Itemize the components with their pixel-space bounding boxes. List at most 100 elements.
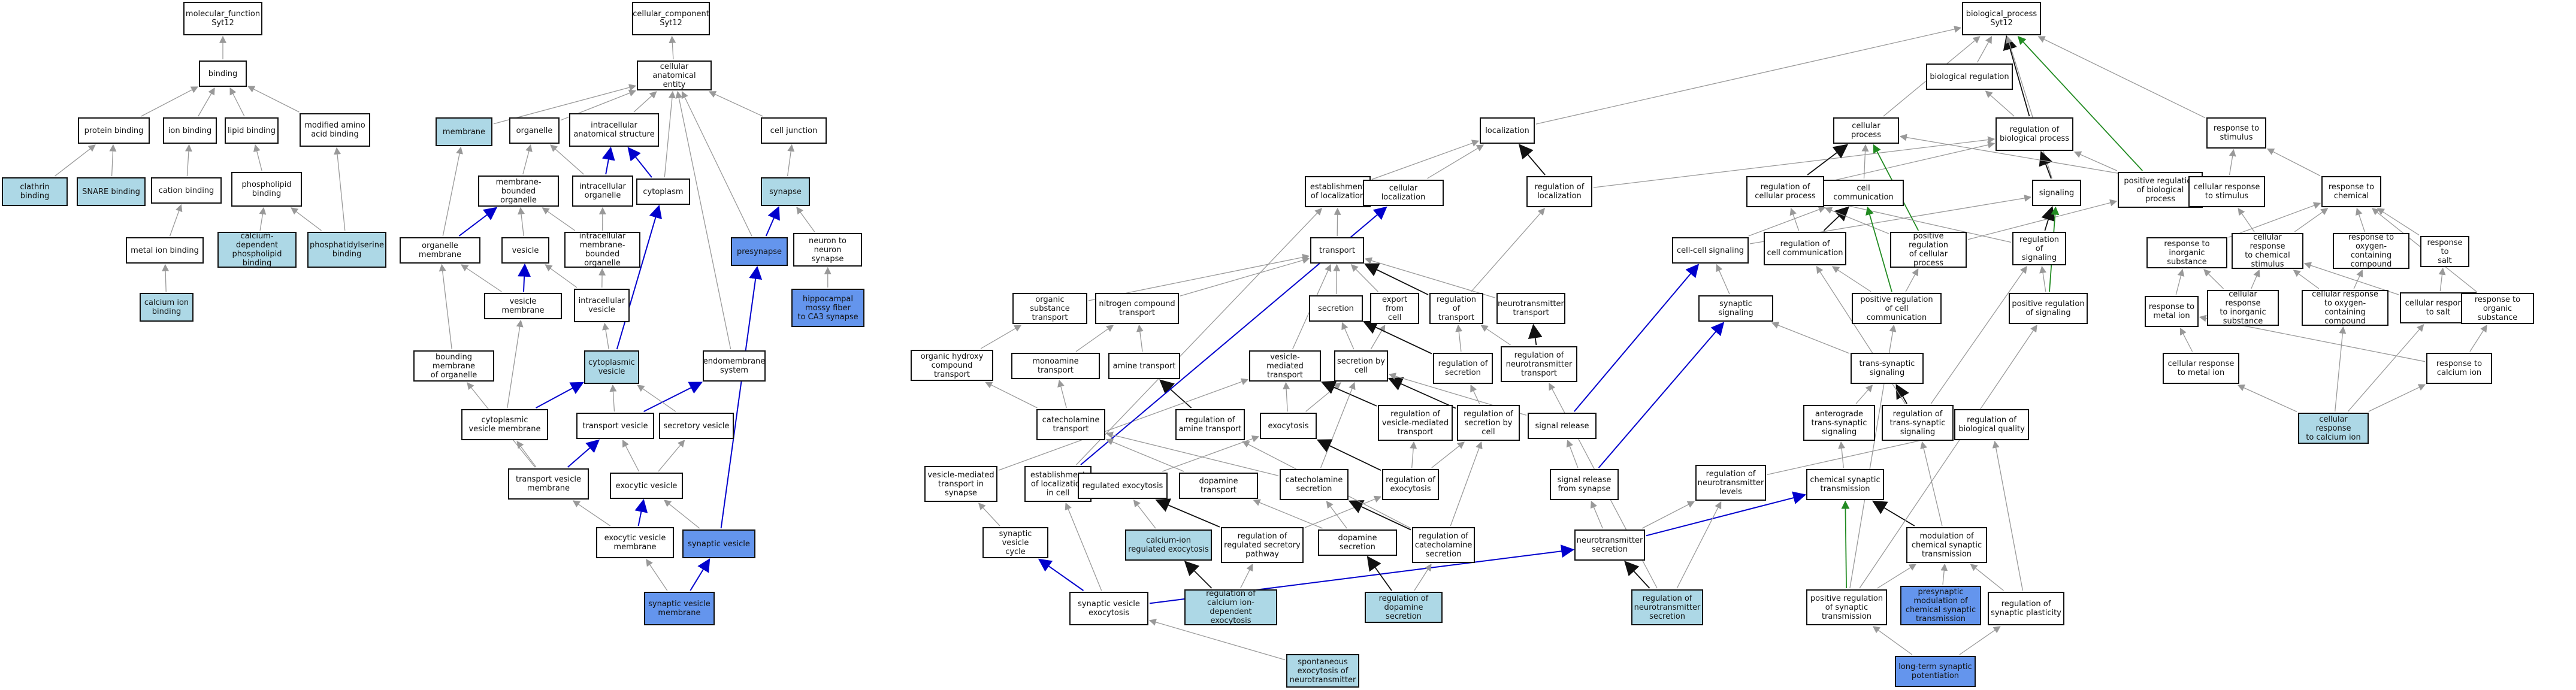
node-membrane[interactable]: membrane xyxy=(436,117,492,146)
node-reg-bio-process[interactable]: regulation of biological process xyxy=(1996,117,2073,151)
node-export-from-cell[interactable]: export from cell xyxy=(1370,293,1419,324)
node-response-metal-ion[interactable]: response to metal ion xyxy=(2145,296,2199,327)
node-sv-exocytosis[interactable]: synaptic vesicle exocytosis xyxy=(1069,592,1148,625)
node-catecholamine-secretion[interactable]: catecholamine secretion xyxy=(1280,469,1349,500)
node-cell-junction[interactable]: cell junction xyxy=(761,117,827,144)
node-reg-nt-levels[interactable]: regulation of neurotransmitter levels xyxy=(1695,465,1766,501)
node-ltp[interactable]: long-term synaptic potentiation xyxy=(1895,656,1976,687)
node-reg-secretion-by-cell[interactable]: regulation of secretion by cell xyxy=(1457,405,1520,441)
node-cytoplasmic-vesicle[interactable]: cytoplasmic vesicle xyxy=(584,350,639,384)
node-regulated-exocytosis[interactable]: regulated exocytosis xyxy=(1078,473,1168,499)
node-signaling[interactable]: signaling xyxy=(2032,180,2081,206)
node-bounding-membrane[interactable]: bounding membrane of organelle xyxy=(413,350,494,382)
node-vesicle[interactable]: vesicle xyxy=(501,237,549,264)
node-intracellular-organelle[interactable]: intracellular organelle xyxy=(572,175,633,207)
node-reg-secretion[interactable]: regulation of secretion xyxy=(1433,353,1493,384)
node-anterograde-signaling[interactable]: anterograde trans-synaptic signaling xyxy=(1803,405,1875,441)
node-imbo[interactable]: intracellular membrane-bounded organelle xyxy=(564,232,640,268)
node-exocytic-vesicle[interactable]: exocytic vesicle xyxy=(610,473,683,499)
node-vesicle-mediated-transport[interactable]: vesicle-mediated transport xyxy=(1249,350,1321,382)
node-cr-metal-ion[interactable]: cellular response to metal ion xyxy=(2163,353,2239,384)
node-catecholamine-transport[interactable]: catecholamine transport xyxy=(1036,409,1105,440)
node-protein-binding[interactable]: protein binding xyxy=(78,117,150,144)
node-reg-biological-quality[interactable]: regulation of biological quality xyxy=(1954,409,2029,440)
node-snare-binding[interactable]: SNARE binding xyxy=(77,177,146,206)
node-response-organic[interactable]: response to organic substance xyxy=(2461,293,2534,324)
node-vm-transport-synapse[interactable]: vesicle-mediated transport in synapse xyxy=(924,466,997,502)
node-response-inorganic[interactable]: response to inorganic substance xyxy=(2146,237,2227,268)
node-cr-oxygen-compound[interactable]: cellular response to oxygen-containing c… xyxy=(2302,290,2388,326)
node-reg-synaptic-plasticity[interactable]: regulation of synaptic plasticity xyxy=(1988,592,2064,625)
node-reg-exocytosis[interactable]: regulation of exocytosis xyxy=(1382,469,1439,500)
node-organic-substance-transport[interactable]: organic substance transport xyxy=(1012,293,1087,324)
node-cae[interactable]: cellular anatomical entity xyxy=(637,60,712,90)
node-phospholipid-binding[interactable]: phospholipid binding xyxy=(231,172,302,207)
node-reg-catecholamine-secretion[interactable]: regulation of catecholamine secretion xyxy=(1412,527,1475,563)
node-cell-cell-signaling[interactable]: cell-cell signaling xyxy=(1672,237,1749,264)
node-nt-secretion[interactable]: neurotransmitter secretion xyxy=(1574,529,1645,561)
node-reg-regulated-secretory[interactable]: regulation of regulated secretory pathwa… xyxy=(1221,527,1304,563)
node-cellular-response-chemical[interactable]: cellular response to chemical stimulus xyxy=(2232,233,2303,269)
node-chemical-synaptic-transmission[interactable]: chemical synaptic transmission xyxy=(1806,469,1884,500)
node-ca-ion-binding[interactable]: calcium ion binding xyxy=(140,293,193,322)
node-signal-release-synapse[interactable]: signal release from synapse xyxy=(1550,469,1619,500)
node-reg-ca-dep-exocytosis[interactable]: regulation of calcium ion-dependent exoc… xyxy=(1184,589,1277,625)
node-localization[interactable]: localization xyxy=(1480,117,1535,144)
node-reg-vm-transport[interactable]: regulation of vesicle-mediated transport xyxy=(1378,405,1453,441)
node-ion-binding[interactable]: ion binding xyxy=(163,117,217,144)
node-ps-binding[interactable]: phosphatidylserine binding xyxy=(307,232,386,268)
node-organelle[interactable]: organelle xyxy=(509,117,560,144)
node-dopamine-transport[interactable]: dopamine transport xyxy=(1179,473,1258,499)
node-spontaneous-exocytosis[interactable]: spontaneous exocytosis of neurotransmitt… xyxy=(1286,654,1359,688)
node-synaptic-signaling[interactable]: synaptic signaling xyxy=(1698,295,1773,322)
node-cyt-vesicle-membrane[interactable]: cytoplasmic vesicle membrane xyxy=(461,409,548,440)
node-response-to-salt[interactable]: response to salt xyxy=(2420,236,2469,267)
node-metal-ion-binding[interactable]: metal ion binding xyxy=(126,237,204,264)
node-cellular-process[interactable]: cellular process xyxy=(1833,117,1899,144)
node-vesicle-membrane[interactable]: vesicle membrane xyxy=(484,293,562,319)
node-response-to-stimulus[interactable]: response to stimulus xyxy=(2206,117,2266,149)
node-cc-root[interactable]: cellular_component Syt12 xyxy=(632,2,710,35)
node-reg-signaling[interactable]: regulation of signaling xyxy=(2012,232,2066,265)
node-cation-binding[interactable]: cation binding xyxy=(151,177,222,204)
node-pos-reg-cell-comm[interactable]: positive regulation of cell communicatio… xyxy=(1852,293,1942,324)
node-response-calcium-ion[interactable]: response to calcium ion xyxy=(2426,353,2492,384)
node-endomembrane-system[interactable]: endomembrane system xyxy=(703,350,766,382)
node-biological-regulation[interactable]: biological regulation xyxy=(1926,63,2013,90)
node-secretory-vesicle[interactable]: secretory vesicle xyxy=(659,413,734,439)
node-modified-aa-binding[interactable]: modified amino acid binding xyxy=(300,113,370,147)
node-reg-cellular-process[interactable]: regulation of cellular process xyxy=(1746,176,1824,207)
node-exocytosis[interactable]: exocytosis xyxy=(1260,413,1317,439)
node-transport-vesicle-membrane[interactable]: transport vesicle membrane xyxy=(508,468,589,500)
node-pos-reg-synaptic-transmission[interactable]: positive regulation of synaptic transmis… xyxy=(1806,589,1887,625)
node-intracellular-vesicle[interactable]: intracellular vesicle xyxy=(574,289,630,322)
node-presynapse[interactable]: presynapse xyxy=(731,237,788,266)
node-ias[interactable]: intracellular anatomical structure xyxy=(569,113,659,147)
node-cr-inorganic[interactable]: cellular response to inorganic substance xyxy=(2207,290,2279,326)
node-lipid-binding[interactable]: lipid binding xyxy=(225,117,279,144)
node-ca-dep-phospholipid[interactable]: calcium-dependent phospholipid binding xyxy=(217,232,297,268)
node-exocytic-vesicle-membrane[interactable]: exocytic vesicle membrane xyxy=(596,527,674,558)
node-monoamine-transport[interactable]: monoamine transport xyxy=(1011,353,1100,379)
node-presynaptic-modulation[interactable]: presynaptic modulation of chemical synap… xyxy=(1900,586,1981,625)
node-secretion[interactable]: secretion xyxy=(1309,295,1363,322)
node-mf-root[interactable]: molecular_function Syt12 xyxy=(183,2,262,35)
node-cell-communication[interactable]: cell communication xyxy=(1823,180,1904,206)
node-sv-cycle[interactable]: synaptic vesicle cycle xyxy=(982,527,1048,558)
node-trans-synaptic-signaling[interactable]: trans-synaptic signaling xyxy=(1851,353,1924,384)
node-reg-trans-synaptic[interactable]: regulation of trans-synaptic signaling xyxy=(1882,405,1954,441)
node-neurotransmitter-transport[interactable]: neurotransmitter transport xyxy=(1496,293,1565,324)
node-pos-reg-signaling[interactable]: positive regulation of signaling xyxy=(2009,293,2088,324)
node-transport-vesicle[interactable]: transport vesicle xyxy=(576,413,654,439)
node-reg-transport[interactable]: regulation of transport xyxy=(1429,293,1483,324)
node-response-to-chemical[interactable]: response to chemical xyxy=(2321,176,2381,207)
node-reg-localization[interactable]: regulation of localization xyxy=(1526,176,1592,207)
node-bp-root[interactable]: biological_process Syt12 xyxy=(1962,2,2041,35)
node-reg-cell-communication[interactable]: regulation of cell communication xyxy=(1764,232,1846,265)
node-signal-release[interactable]: signal release xyxy=(1528,413,1597,439)
node-dopamine-secretion[interactable]: dopamine secretion xyxy=(1318,529,1397,556)
node-sv-membrane[interactable]: synaptic vesicle membrane xyxy=(644,592,715,625)
node-amine-transport[interactable]: amine transport xyxy=(1108,353,1180,379)
node-cellular-localization[interactable]: cellular localization xyxy=(1363,180,1444,206)
node-organelle-membrane[interactable]: organelle membrane xyxy=(400,237,480,264)
